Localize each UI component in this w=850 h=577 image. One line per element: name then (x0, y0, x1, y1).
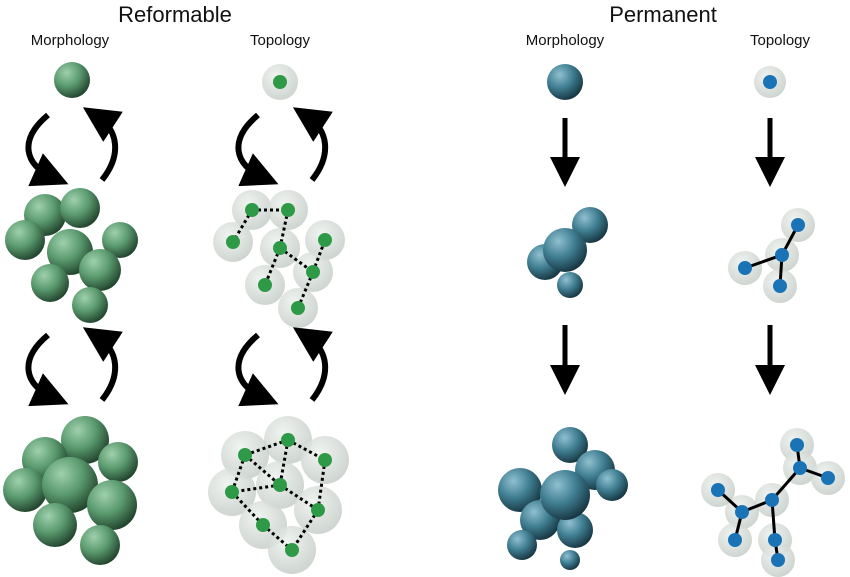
cycle-arrow-up (82, 327, 123, 402)
reformable-topology-label: Topology (249, 32, 311, 49)
sphere (5, 220, 45, 260)
node (311, 503, 325, 517)
node (765, 493, 779, 507)
node (226, 235, 240, 249)
edge (770, 467, 802, 501)
node (281, 203, 295, 217)
edge (279, 483, 319, 512)
sphere (61, 416, 109, 464)
sphere (543, 228, 587, 272)
reformable-title: Reformable (118, 2, 232, 27)
node (735, 505, 749, 519)
cycle-arrow-up (292, 107, 333, 182)
node (306, 265, 320, 279)
edge (231, 483, 281, 494)
sphere (33, 503, 77, 547)
cycle-arrow-down (25, 112, 69, 187)
sphere (80, 525, 120, 565)
node (273, 241, 287, 255)
sphere (596, 469, 628, 501)
reformable-morphology-label: Morphology (30, 32, 110, 49)
node (258, 278, 272, 292)
node (775, 248, 789, 262)
permanent-topology-label: Topology (749, 32, 811, 49)
node (225, 485, 239, 499)
edge (278, 439, 290, 486)
permanent-morphology-label: Morphology (525, 32, 605, 49)
node (291, 301, 305, 315)
edge (287, 438, 326, 462)
sphere (572, 207, 608, 243)
node (245, 203, 259, 217)
node (256, 518, 270, 532)
sphere (31, 264, 69, 302)
sphere (54, 62, 90, 98)
node (273, 75, 287, 89)
sphere (87, 480, 137, 530)
node (728, 533, 742, 547)
node (763, 75, 777, 89)
node (793, 461, 807, 475)
node (773, 279, 787, 293)
cycle-arrow-down (235, 112, 279, 187)
sphere (3, 468, 47, 512)
edge (244, 438, 289, 457)
sphere (102, 222, 138, 258)
node (285, 543, 299, 557)
sphere (547, 64, 583, 100)
sphere (42, 457, 98, 513)
node (768, 533, 782, 547)
sphere (72, 287, 108, 323)
sphere (552, 427, 588, 463)
node (790, 438, 804, 452)
node (273, 478, 287, 492)
sphere (507, 530, 537, 560)
sphere (60, 188, 100, 228)
sphere (98, 442, 138, 482)
sphere (540, 470, 590, 520)
edge (244, 453, 281, 487)
node (318, 233, 332, 247)
permanent-title: Permanent (609, 2, 717, 27)
sphere (560, 550, 580, 570)
node (821, 471, 835, 485)
sphere (79, 249, 121, 291)
sphere (557, 512, 593, 548)
cycle-arrow-up (82, 107, 123, 182)
node (711, 483, 725, 497)
node (238, 448, 252, 462)
cycle-arrow-down (25, 332, 69, 407)
node (281, 433, 295, 447)
node (738, 261, 752, 275)
cycle-arrow-down (235, 332, 279, 407)
cycle-arrow-up (292, 327, 333, 402)
node (318, 453, 332, 467)
node (791, 218, 805, 232)
sphere (557, 272, 583, 298)
edge (230, 490, 265, 527)
sphere (498, 468, 542, 512)
edge (290, 509, 320, 551)
edge (316, 459, 327, 511)
node (771, 553, 785, 567)
